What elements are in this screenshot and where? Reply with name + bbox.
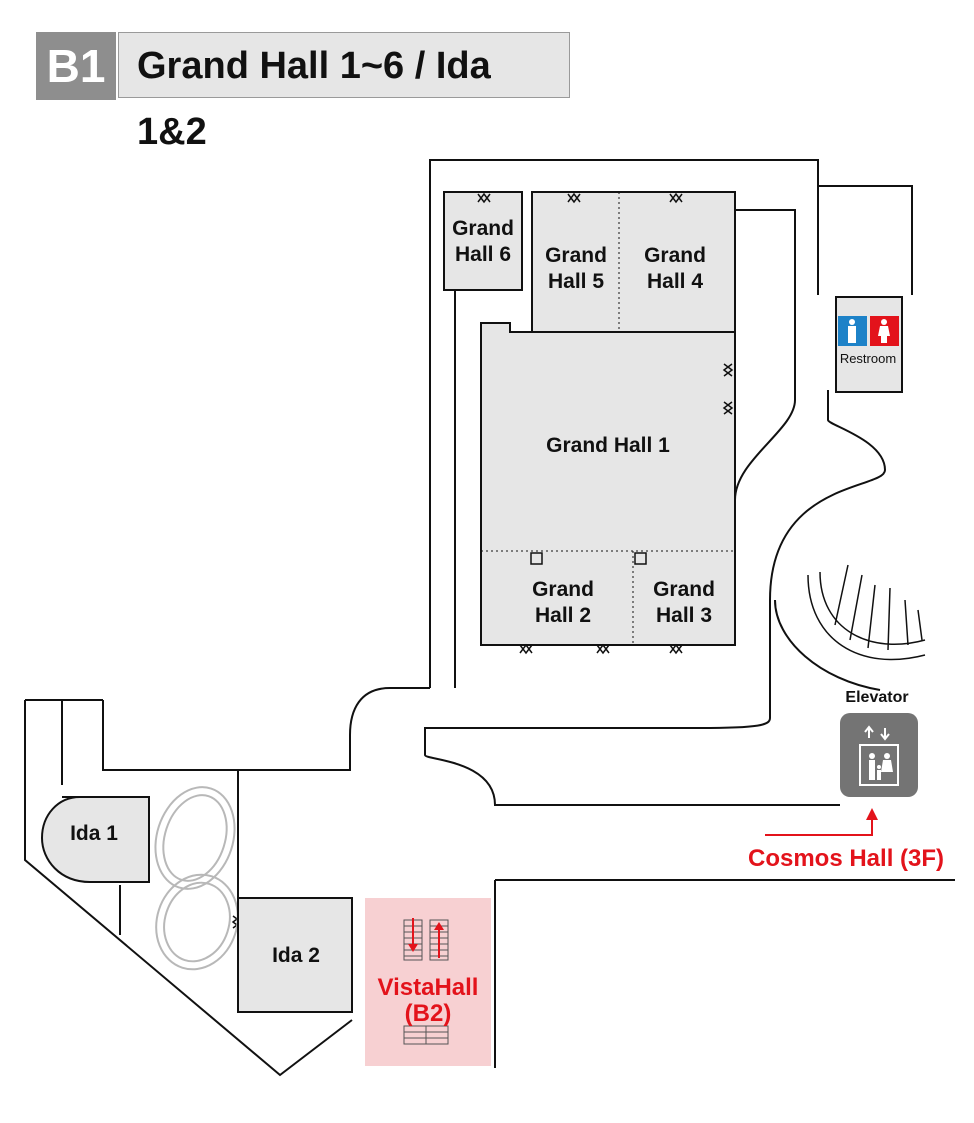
- grand-hall-4: Grand Hall 4: [644, 244, 706, 293]
- escalator-stairs: [807, 564, 926, 661]
- door-icon: [519, 643, 533, 655]
- ida-2: Ida 2: [237, 897, 353, 1013]
- svg-text:Hall 6: Hall 6: [455, 243, 511, 266]
- svg-text:Hall 5: Hall 5: [548, 270, 604, 293]
- svg-text:VistaHall: VistaHall: [378, 974, 479, 1001]
- svg-text:Grand: Grand: [532, 578, 594, 601]
- pillar-icon: [530, 552, 543, 565]
- elevator-arrows-icon: [864, 725, 890, 741]
- svg-text:Restroom: Restroom: [840, 351, 896, 366]
- svg-text:Ida 2: Ida 2: [272, 944, 320, 967]
- door-icon: [477, 192, 491, 204]
- ida-1: Ida 1: [40, 796, 150, 883]
- svg-text:Ida 1: Ida 1: [70, 822, 118, 845]
- svg-text:Grand: Grand: [452, 217, 514, 240]
- cosmos-hall-direction: Cosmos Hall (3F): [748, 808, 944, 872]
- door-icon: [722, 363, 734, 377]
- grand-hall-5: Grand Hall 5: [545, 244, 607, 293]
- figure-eight-structure: [154, 786, 239, 971]
- svg-text:Grand: Grand: [545, 244, 607, 267]
- pillar-icon: [634, 552, 647, 565]
- grand-hall-6: Grand Hall 6: [443, 191, 523, 291]
- svg-text:Cosmos Hall (3F): Cosmos Hall (3F): [748, 845, 944, 872]
- corridor-walls: [24, 159, 955, 1077]
- door-icon: [567, 192, 581, 204]
- svg-text:Grand: Grand: [644, 244, 706, 267]
- svg-text:Grand Hall 1: Grand Hall 1: [546, 434, 670, 457]
- door-icon: [669, 643, 683, 655]
- floor-badge: B1: [36, 32, 116, 100]
- restroom: Restroom: [835, 296, 903, 393]
- elevator: Elevator: [840, 689, 918, 797]
- svg-text:Hall 2: Hall 2: [535, 604, 591, 627]
- svg-text:Elevator: Elevator: [845, 689, 908, 706]
- door-icon: [669, 192, 683, 204]
- map-title: Grand Hall 1~6 / Ida 1&2: [118, 32, 570, 153]
- svg-text:Grand: Grand: [653, 578, 715, 601]
- door-icons: [139, 192, 734, 929]
- svg-text:Hall 4: Hall 4: [647, 270, 703, 293]
- door-icon: [596, 643, 610, 655]
- vista-hall-stairs: VistaHall (B2): [365, 898, 491, 1066]
- svg-text:Hall 3: Hall 3: [656, 604, 712, 627]
- door-icon: [722, 401, 734, 415]
- grand-hall-3: Grand Hall 3: [653, 578, 715, 627]
- svg-text:(B2): (B2): [405, 1000, 452, 1027]
- grand-hall-2: Grand Hall 2: [532, 578, 594, 627]
- grand-hall-5-4-block: [531, 191, 736, 333]
- grand-hall-1: Grand Hall 1: [480, 322, 736, 646]
